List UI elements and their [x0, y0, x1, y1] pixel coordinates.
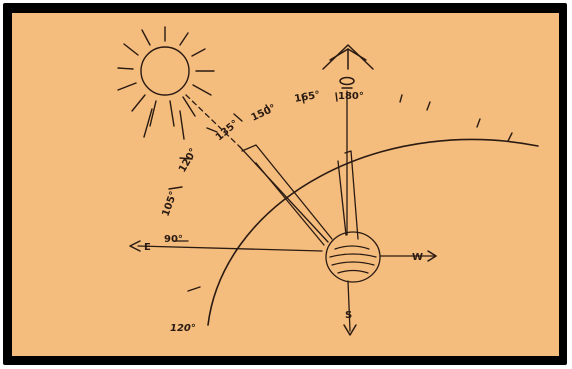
angle-label-120-lower: 120°: [170, 323, 196, 334]
orientation-diagram: 90° 105° 120° 135° 150° 165° 180° 120°: [12, 13, 559, 356]
angle-labels: 90° 105° 120° 135° 150° 165° 180° 120°: [160, 90, 363, 334]
compass-west: W: [412, 251, 436, 263]
angle-label-105: 105°: [160, 190, 179, 218]
angle-label-120: 120°: [177, 147, 199, 175]
arc-ticks: [169, 93, 512, 291]
compass-east: E: [130, 241, 151, 253]
paper-sheet: 90° 105° 120° 135° 150° 165° 180° 120°: [12, 13, 559, 356]
angle-label-90: 90°: [164, 234, 183, 245]
compass-west-label: W: [412, 252, 423, 263]
angle-label-165: 165°: [294, 90, 321, 105]
sun-icon: [118, 27, 214, 139]
bird-icon: [323, 45, 373, 88]
angle-label-180: 180°: [338, 91, 364, 102]
photo-frame: 90° 105° 120° 135° 150° 165° 180° 120°: [3, 3, 567, 365]
angle-label-150: 150°: [250, 103, 278, 124]
observer-figure: [242, 145, 380, 282]
angle-label-135: 135°: [214, 118, 241, 143]
compass-south-label: S: [345, 310, 352, 321]
compass-east-label: E: [144, 242, 151, 253]
